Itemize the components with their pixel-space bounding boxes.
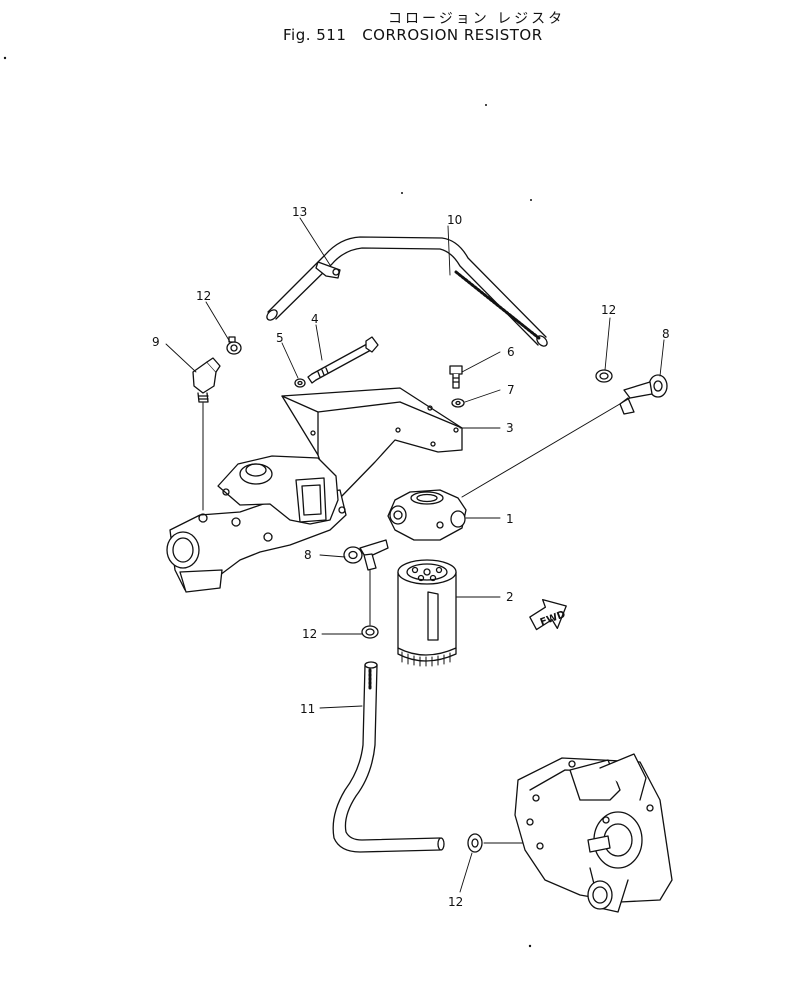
callout-11: 11 xyxy=(300,702,315,716)
callout-7: 7 xyxy=(507,383,515,397)
callout-12-upper-left: 12 xyxy=(196,289,211,303)
hose-part-10 xyxy=(266,236,548,347)
water-pump-housing xyxy=(514,753,673,913)
callout-2: 2 xyxy=(506,590,514,604)
callout-10: 10 xyxy=(447,213,462,227)
callout-6: 6 xyxy=(507,345,515,359)
leader-lines xyxy=(165,217,665,893)
manifold-block xyxy=(166,455,347,593)
valve-part-8-right xyxy=(461,374,668,498)
clamp-part-12-right xyxy=(595,369,613,383)
bolt-part-4 xyxy=(307,336,379,384)
clamp-part-12-middle xyxy=(361,625,379,639)
bolt-part-6 xyxy=(449,365,463,389)
callout-9: 9 xyxy=(152,335,160,349)
elbow-part-9 xyxy=(192,357,221,511)
callout-13: 13 xyxy=(292,205,307,219)
callout-labels: 13 10 12 9 4 5 6 7 3 12 8 1 2 8 12 11 12 xyxy=(152,205,670,909)
hose-part-11 xyxy=(332,661,445,853)
forward-direction-arrow: FWD xyxy=(529,598,567,631)
scan-specks xyxy=(3,56,532,948)
washer-part-5 xyxy=(294,378,306,388)
figure-header: コロージョン レジスタ Fig. 511 CORROSION RESISTOR xyxy=(0,0,789,60)
callout-8-right: 8 xyxy=(662,327,670,341)
callout-12-right: 12 xyxy=(601,303,616,317)
filter-head-part-1 xyxy=(387,489,467,541)
figure-title: Fig. 511 CORROSION RESISTOR xyxy=(283,26,543,44)
figure-title-japanese: コロージョン レジスタ xyxy=(388,11,566,27)
clamp-part-12-upper-left xyxy=(226,336,242,355)
callout-1: 1 xyxy=(506,512,514,526)
filter-cartridge-part-2 xyxy=(397,559,457,667)
washer-part-7 xyxy=(451,398,465,408)
callout-12-bottom: 12 xyxy=(448,895,463,909)
valve-part-8-lower xyxy=(343,539,389,626)
callout-5: 5 xyxy=(276,331,284,345)
callout-4: 4 xyxy=(311,312,319,326)
callout-12-middle: 12 xyxy=(302,627,317,641)
callout-3: 3 xyxy=(506,421,514,435)
clip-part-13 xyxy=(315,261,341,279)
callout-8-lower: 8 xyxy=(304,548,312,562)
